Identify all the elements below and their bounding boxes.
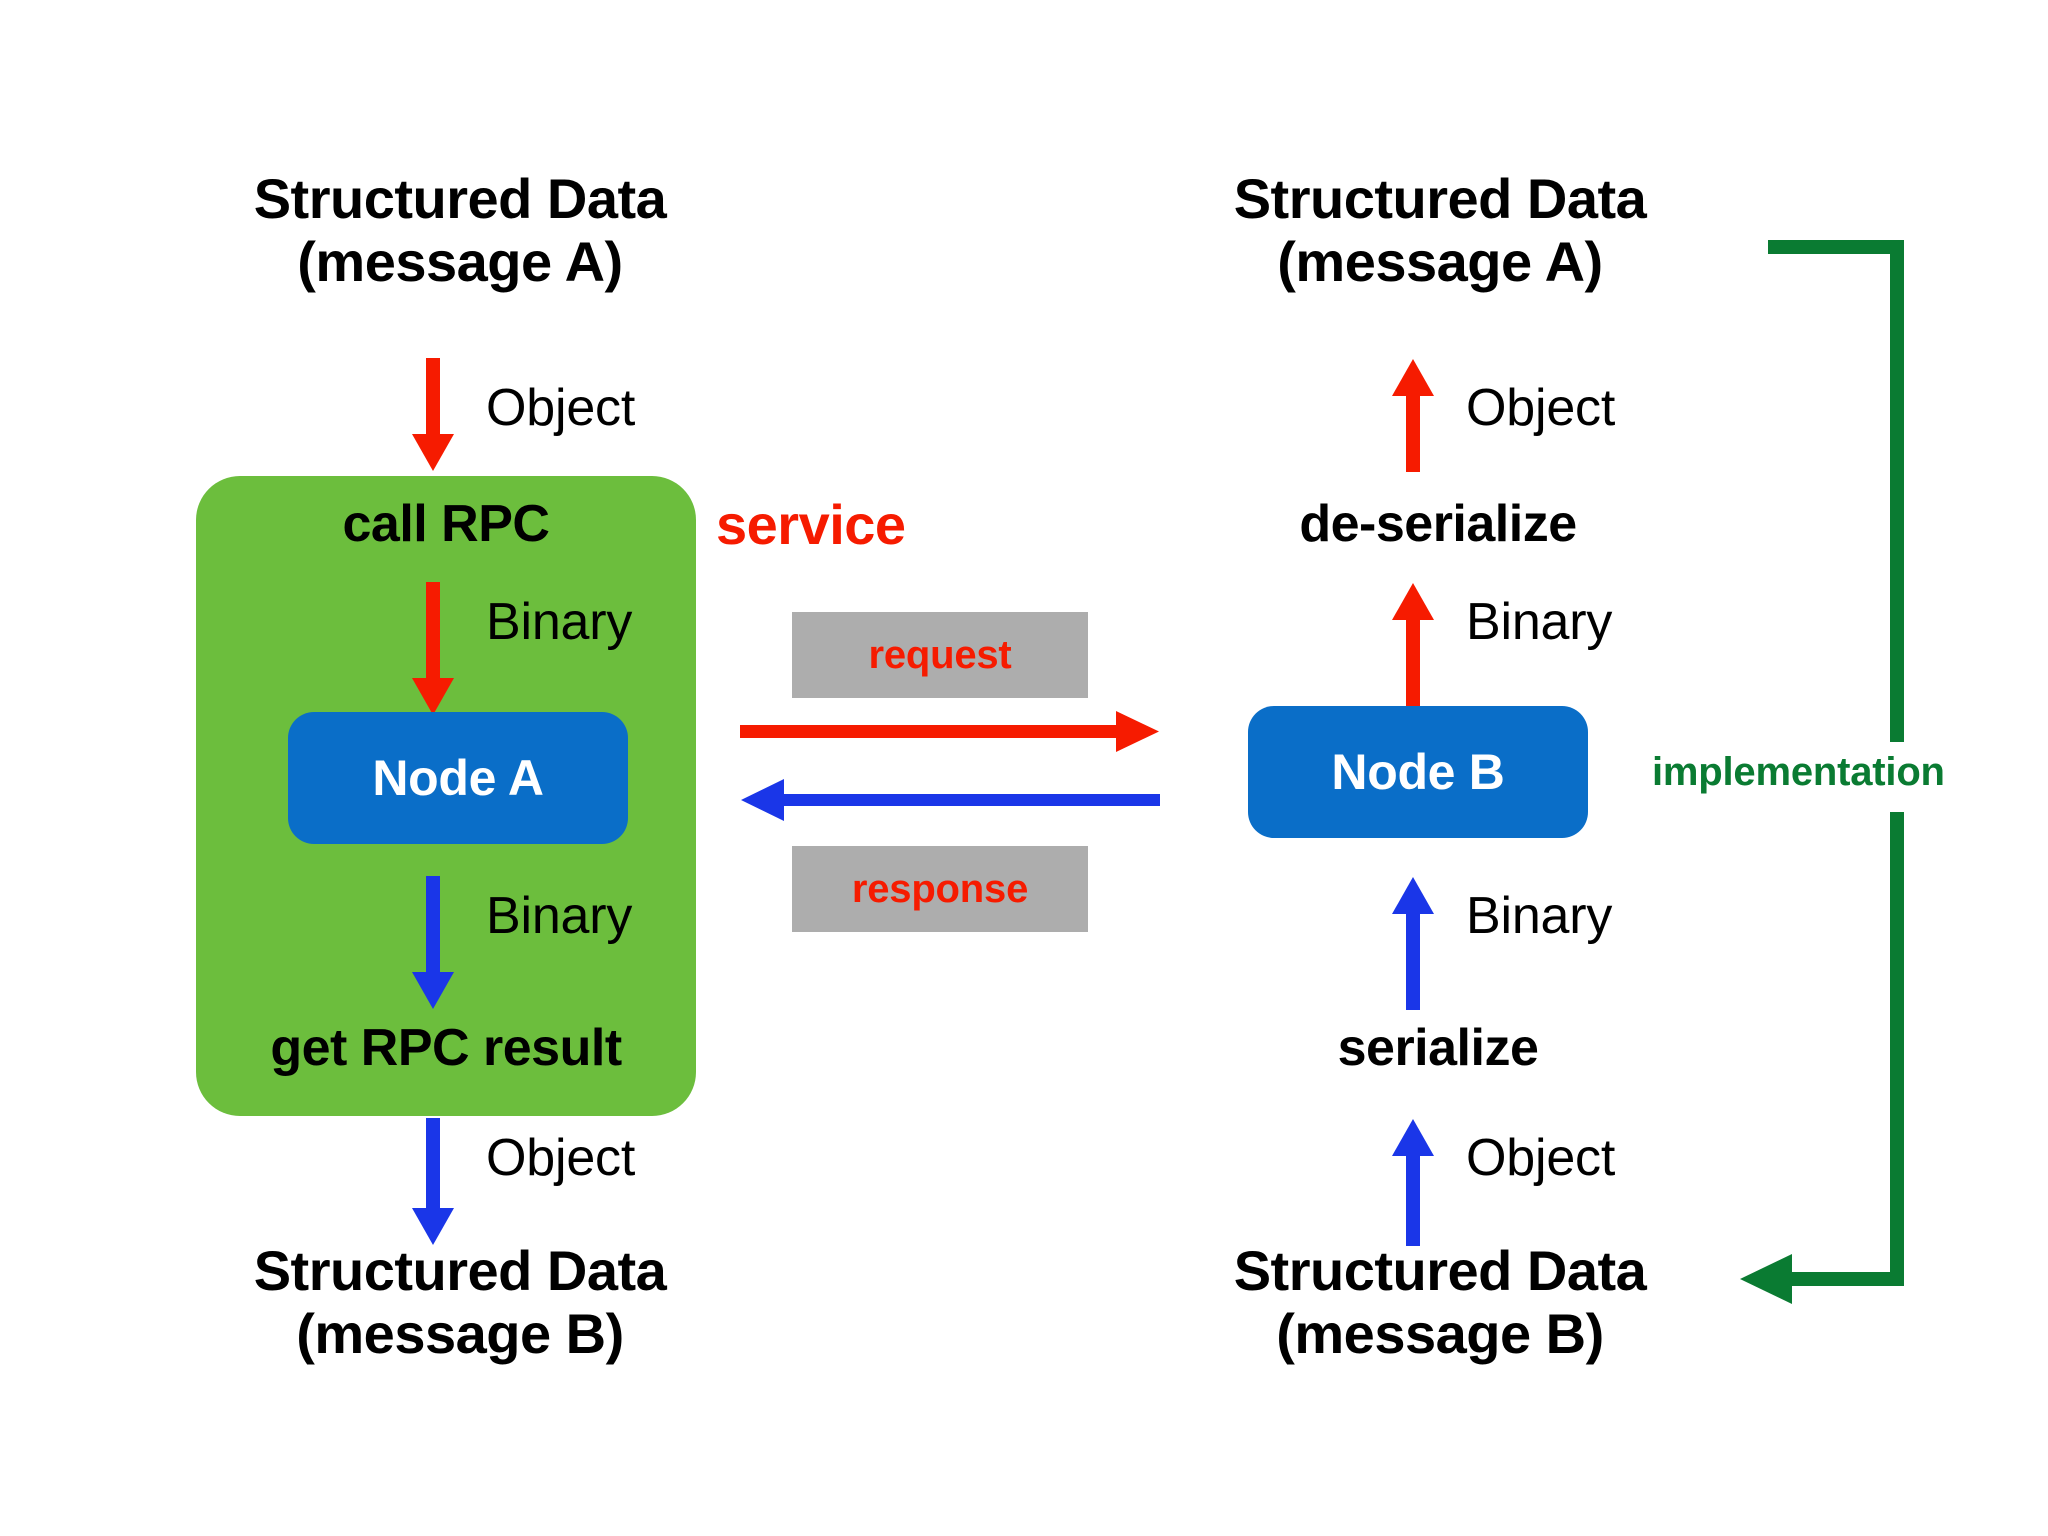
response-label: response xyxy=(851,866,1029,911)
left-bottom-object-arrow-down xyxy=(408,1118,458,1246)
right-bottom-structured-data: Structured Data (message B) xyxy=(1233,1239,1647,1365)
right-binary-arrow-up-blue xyxy=(1388,876,1438,1010)
implementation-label: implementation xyxy=(1652,750,1945,794)
right-deserialize-binary-label: Binary xyxy=(1466,593,1613,651)
left-result-binary-label: Binary xyxy=(486,887,633,945)
serialize-label: serialize xyxy=(1337,1019,1539,1077)
left-object-arrow-down xyxy=(408,358,458,472)
implementation-label-backdrop xyxy=(1648,742,1994,812)
node-b-label: Node B xyxy=(1331,744,1505,800)
request-arrow-right xyxy=(740,708,1160,756)
left-binary-arrow-down-blue xyxy=(408,876,458,1010)
response-badge: response xyxy=(792,846,1088,932)
right-top-structured-data: Structured Data (message A) xyxy=(1233,167,1647,293)
left-top-structured-data: Structured Data (message A) xyxy=(253,167,667,293)
right-binary-arrow-up-red xyxy=(1388,582,1438,716)
right-bottom-edge-label: Object xyxy=(1466,1129,1616,1187)
right-serialize-binary-label: Binary xyxy=(1466,887,1613,945)
get-rpc-result-label: get RPC result xyxy=(270,1019,622,1077)
right-bottom-object-arrow-up xyxy=(1388,1118,1438,1246)
request-label: request xyxy=(868,632,1012,677)
right-object-arrow-up-top xyxy=(1388,358,1438,472)
left-call-binary-label: Binary xyxy=(486,593,633,651)
de-serialize-label: de-serialize xyxy=(1299,495,1577,553)
request-badge: request xyxy=(792,612,1088,698)
node-a-box[interactable]: Node A xyxy=(288,712,628,844)
response-arrow-left xyxy=(740,776,1160,824)
right-top-edge-label: Object xyxy=(1466,379,1616,437)
service-label: service xyxy=(716,493,906,556)
left-top-edge-label: Object xyxy=(486,379,636,437)
call-rpc-label: call RPC xyxy=(342,495,550,553)
left-bottom-structured-data: Structured Data (message B) xyxy=(253,1239,667,1365)
node-a-label: Node A xyxy=(372,750,544,806)
node-b-box[interactable]: Node B xyxy=(1248,706,1588,838)
left-bottom-edge-label: Object xyxy=(486,1129,636,1187)
left-binary-arrow-down-red xyxy=(408,582,458,716)
